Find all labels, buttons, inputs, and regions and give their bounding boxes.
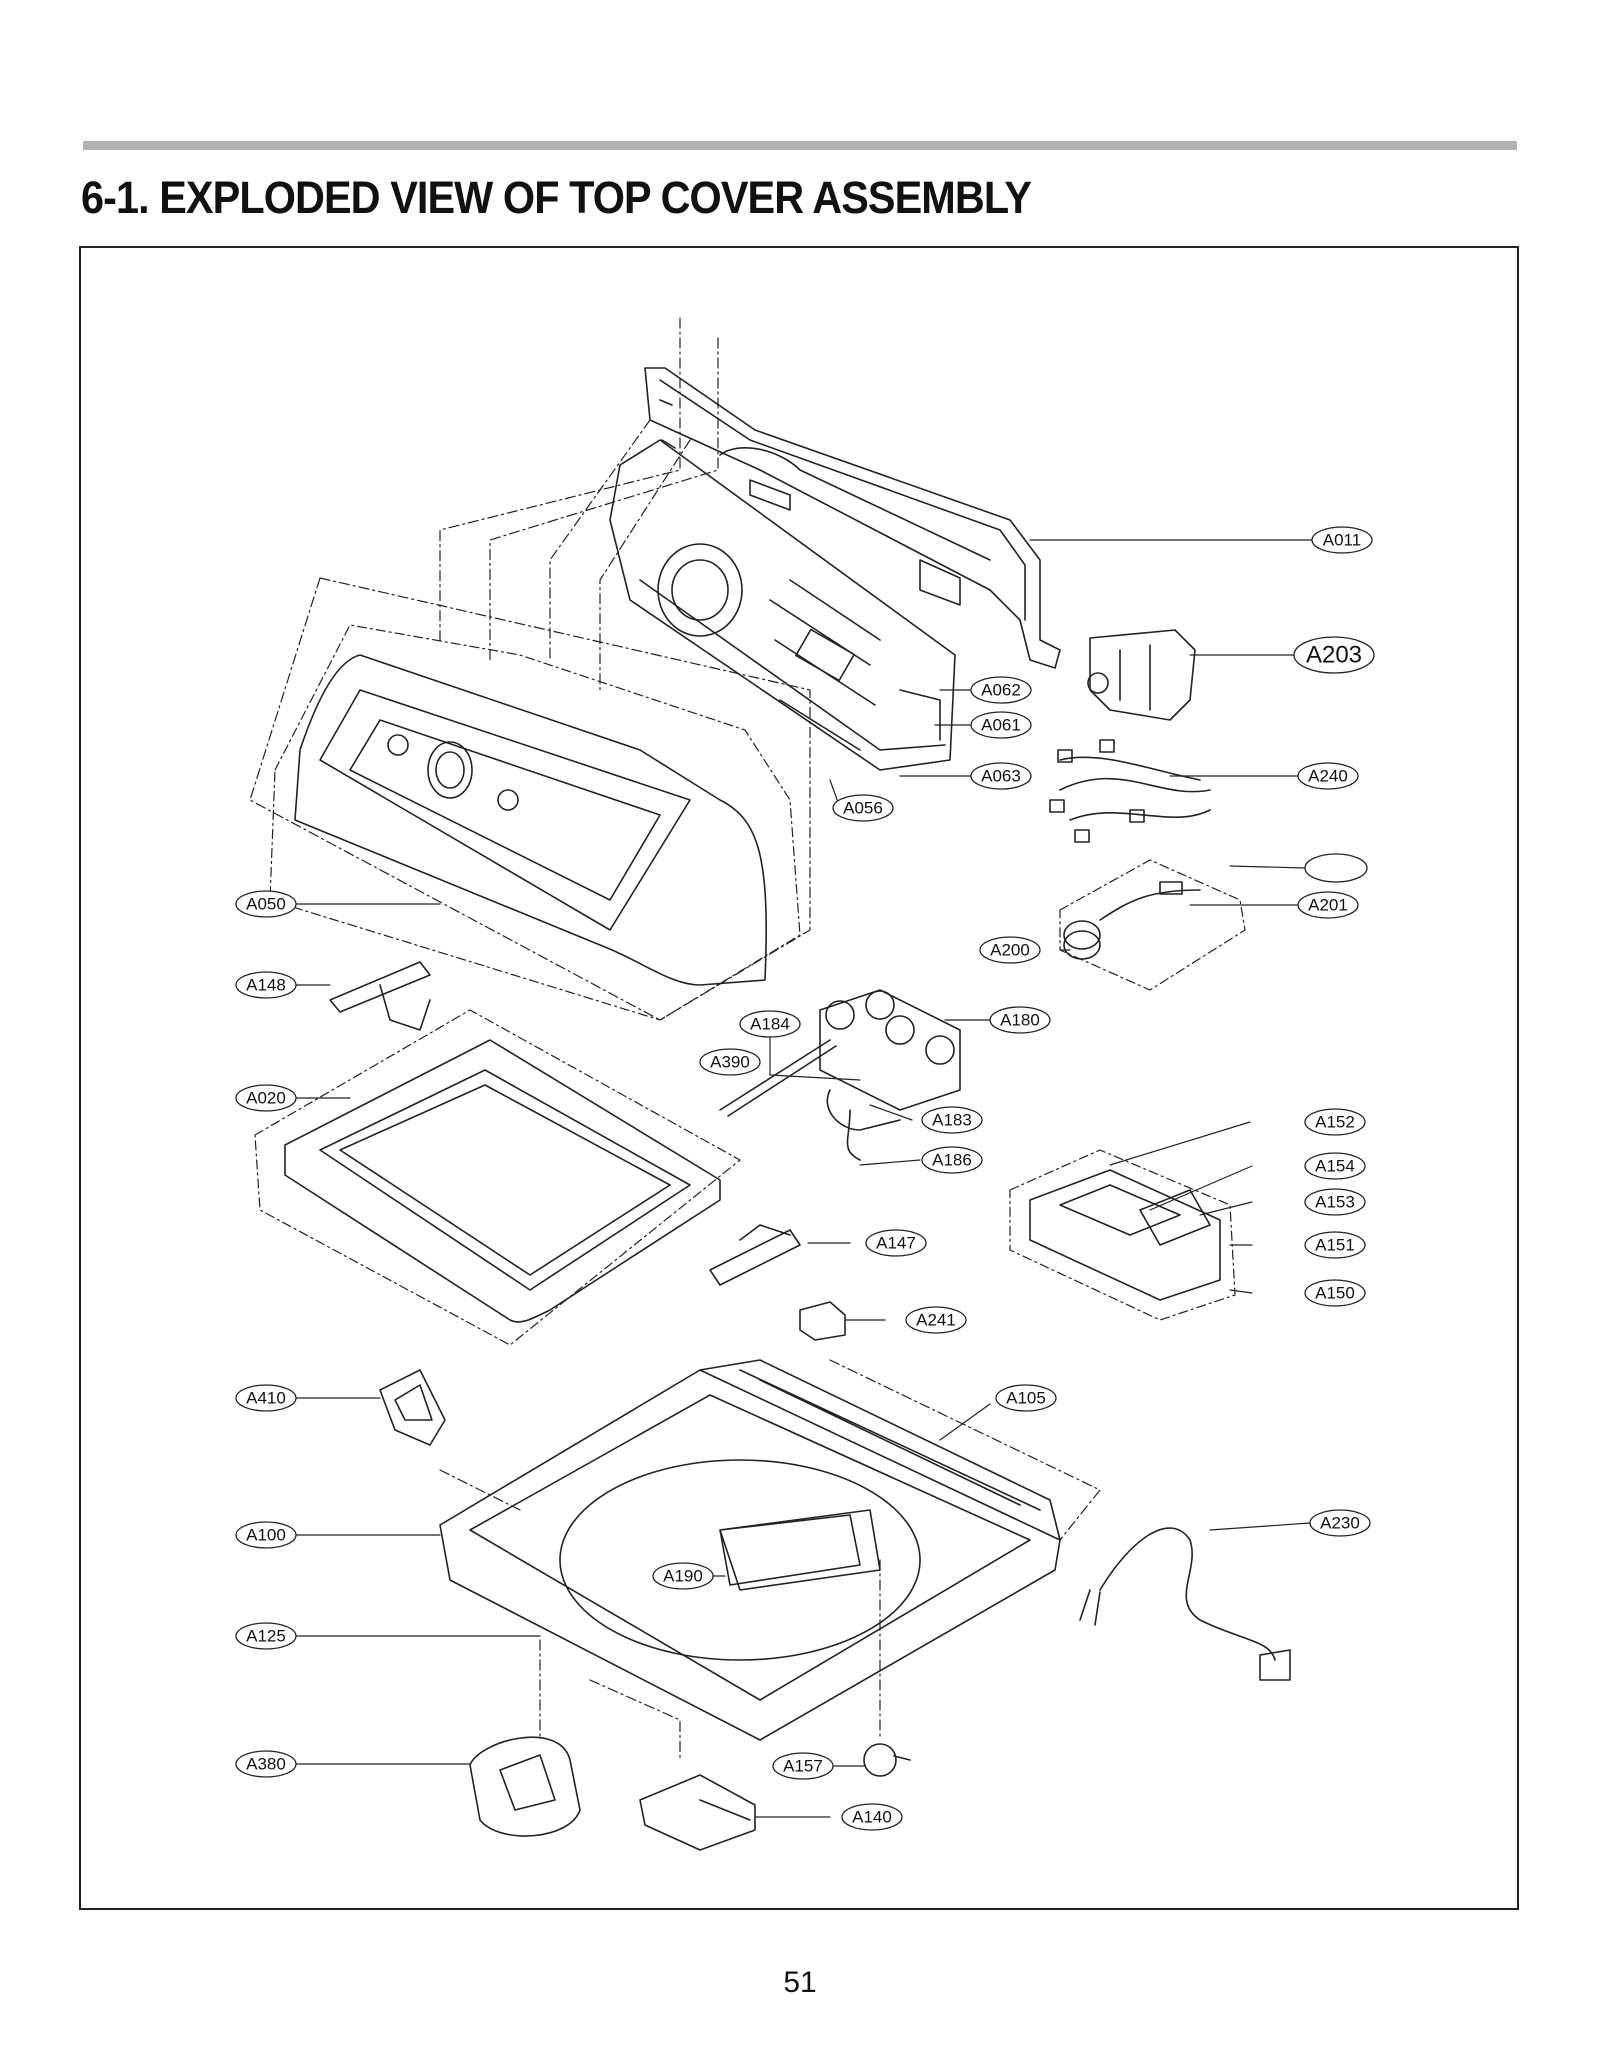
block-part-a241 <box>799 1301 846 1341</box>
part-label-a151: A151 <box>1315 1236 1355 1255</box>
part-label-a050: A050 <box>246 895 286 914</box>
part-label-a390: A390 <box>710 1053 750 1072</box>
part-label-a184: A184 <box>750 1015 790 1034</box>
top-cover-part <box>439 1359 1061 1741</box>
ring-part-a410 <box>379 1369 446 1446</box>
part-label-a201: A201 <box>1308 896 1348 915</box>
part-label-a152: A152 <box>1315 1113 1355 1132</box>
part-label-a200: A200 <box>990 941 1030 960</box>
part-label-a125: A125 <box>246 1627 286 1646</box>
part-label-a011: A011 <box>1323 531 1361 550</box>
pressure-switch-part <box>1059 859 1246 991</box>
part-label-a150: A150 <box>1315 1284 1355 1303</box>
part-label-a140: A140 <box>852 1808 892 1827</box>
hinge-part-a147 <box>709 1224 801 1286</box>
part-label-a180: A180 <box>1000 1011 1040 1030</box>
filter-box-part <box>719 1514 861 1586</box>
part-label-a020: A020 <box>246 1089 286 1108</box>
part-label-a056: A056 <box>843 799 883 818</box>
control-board-part <box>609 439 956 771</box>
switch-box-part <box>639 1774 756 1851</box>
part-label-a157: A157 <box>783 1757 823 1776</box>
diagram-frame <box>79 246 1519 1910</box>
water-valve-part <box>719 989 961 1161</box>
part-labels: A011 A203 A062 A061 A063 A056 A240 A201 … <box>246 531 1362 1827</box>
dispenser-part <box>1009 1149 1236 1321</box>
part-label-a100: A100 <box>246 1526 286 1545</box>
part-label-a183: A183 <box>932 1111 972 1130</box>
part-label-a153: A153 <box>1315 1193 1355 1212</box>
part-label-a241: A241 <box>916 1311 956 1330</box>
part-label-a240: A240 <box>1308 767 1348 786</box>
part-label-a105: A105 <box>1006 1389 1046 1408</box>
part-label-a380: A380 <box>246 1755 286 1774</box>
connector-part <box>1087 629 1196 721</box>
page-title: 6-1. EXPLODED VIEW OF TOP COVER ASSEMBLY <box>81 172 1032 223</box>
part-label-a190: A190 <box>663 1567 703 1586</box>
part-label-a147: A147 <box>876 1234 916 1253</box>
part-label-a203: A203 <box>1306 642 1362 669</box>
label-ovals <box>235 526 1375 1831</box>
hinge-part-a148 <box>329 961 431 1031</box>
header-rule <box>83 141 1517 150</box>
power-cord-part <box>1079 1527 1291 1681</box>
control-panel-cover-part <box>269 624 801 1021</box>
holder-part-a380 <box>469 1736 581 1837</box>
rear-panel-part <box>644 367 1061 669</box>
part-label-a410: A410 <box>246 1389 286 1408</box>
lid-part <box>254 1009 741 1346</box>
knob-part-a157 <box>863 1743 911 1777</box>
part-label-a062: A062 <box>981 681 1021 700</box>
part-label-a061: A061 <box>981 716 1021 735</box>
part-label-a063: A063 <box>981 767 1021 786</box>
part-label-a230: A230 <box>1320 1514 1360 1533</box>
part-label-a154: A154 <box>1315 1157 1355 1176</box>
guide-lines-bottom <box>439 1359 1101 1761</box>
part-label-a148: A148 <box>246 976 286 995</box>
leader-lines <box>295 539 1313 1818</box>
page-number: 51 <box>783 1966 817 1999</box>
part-label-a186: A186 <box>932 1151 972 1170</box>
wire-harness-part <box>1049 739 1211 843</box>
